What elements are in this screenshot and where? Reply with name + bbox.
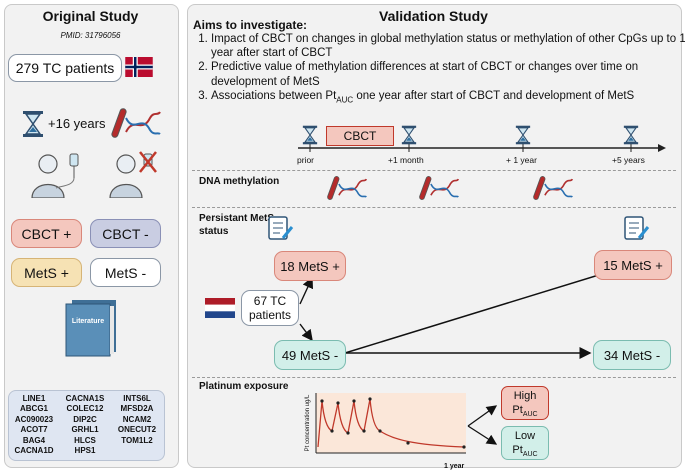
original-study-title: Original Study: [42, 8, 139, 24]
pt-text: Pt: [512, 404, 523, 416]
literature-label: Literature: [71, 318, 105, 325]
divider: [192, 170, 676, 171]
aim-3-lead: Associations between Pt: [211, 89, 337, 102]
patient-no-cbct-figure: [109, 151, 157, 198]
timeline-prior: prior: [297, 155, 315, 165]
platinum-curve-plot: [315, 393, 466, 454]
mets-status-label: Persistant MetS status: [199, 213, 275, 237]
gene-name: BAG4: [22, 435, 46, 445]
gene-name: DIP2C: [73, 414, 97, 424]
high-label: High: [513, 390, 537, 402]
patients-279-box: 279 TC patients: [8, 54, 122, 82]
divider: [192, 207, 676, 208]
mets-34-box: 34 MetS -: [593, 340, 671, 370]
mets-positive-box: MetS +: [11, 258, 82, 287]
pmid-label: PMID: 31796056: [60, 31, 121, 40]
ptauc-label: PtAUC: [502, 443, 548, 462]
cbct-negative-box: CBCT -: [90, 219, 161, 248]
aim-3-auc-subscript: AUC: [336, 95, 354, 105]
patient-cbct-figure: [31, 153, 79, 198]
followup-label: +16 years: [48, 116, 106, 131]
pt-text: Pt: [512, 444, 523, 456]
ptauc-label: PtAUC: [502, 403, 548, 422]
mets-49-box: 49 MetS -: [274, 340, 346, 370]
hourglass-icon: [515, 125, 531, 145]
mets-flow-arrows: [299, 263, 630, 359]
blood-tube-dna-icon: [419, 176, 460, 200]
hourglass-icon: [401, 125, 417, 145]
auc-subscript: AUC: [522, 411, 538, 419]
low-label: Low: [514, 430, 536, 442]
hourglass-icon: [623, 125, 639, 145]
platinum-exposure-label: Platinum exposure: [199, 381, 289, 392]
gene-name: ACOT7: [20, 425, 48, 435]
checklist-icon: [624, 216, 650, 240]
mets-18-box: 18 MetS +: [274, 251, 346, 281]
gene-name: GRHL1: [71, 425, 99, 435]
pt-split-arrows: [467, 405, 498, 445]
gene-name: TOM1L2: [121, 435, 153, 445]
gene-column-3: INTS6L MFSD2A NCAM2 ONECUT2 TOM1L2: [112, 394, 162, 446]
gene-name: NCAM2: [122, 414, 152, 424]
gene-name: HPS1: [74, 446, 96, 456]
aim-2: Predictive value of methylation differen…: [211, 60, 685, 88]
gene-name: ONECUT2: [117, 425, 157, 435]
gene-name: HLCS: [74, 435, 96, 445]
gene-name: MFSD2A: [120, 404, 154, 414]
blood-tube-dna-icon: [111, 108, 161, 138]
timeline-1-month: +1 month: [388, 155, 424, 165]
mets-15-box: 15 MetS +: [594, 250, 672, 280]
hourglass-icon: [302, 125, 318, 145]
gene-name: COLEC12: [66, 404, 104, 414]
gene-list-box: [8, 390, 165, 461]
gene-name: CACNA1D: [14, 446, 54, 456]
patients-67-box: 67 TC patients: [241, 290, 299, 326]
timeline-5-years: +5 years: [612, 155, 645, 165]
timeline-1-year: + 1 year: [506, 155, 537, 165]
pt-concentration-ylabel: Pt concentration ug/L: [305, 394, 311, 452]
blood-tube-dna-icon: [533, 176, 574, 200]
validation-study-panel: [187, 4, 682, 468]
gene-column-2: CACNA1S COLEC12 DIP2C GRHL1 HLCS HPS1: [60, 394, 110, 456]
auc-subscript: AUC: [522, 451, 538, 459]
aim-3-tail: one year after start of CBCT and develop…: [353, 89, 635, 102]
low-ptauc-box: Low PtAUC: [501, 426, 549, 460]
divider: [192, 377, 676, 378]
pt-xlabel: 1 year: [444, 463, 465, 470]
gene-name: CACNA1S: [65, 394, 105, 403]
hourglass-icon: [23, 111, 43, 137]
validation-study-title: Validation Study: [379, 8, 488, 24]
blood-tube-dna-icon: [327, 176, 368, 200]
netherlands-flag-icon: [205, 298, 235, 318]
gene-name: AC090023: [14, 414, 54, 424]
timeline: [298, 144, 666, 152]
high-ptauc-box: High PtAUC: [501, 386, 549, 420]
cbct-timeline-box: CBCT: [326, 126, 394, 146]
aims-heading: Aims to investigate:: [193, 18, 308, 32]
gene-column-1: LINE1 ABCG1 AC090023 ACOT7 BAG4 CACNA1D: [10, 394, 58, 456]
book-icon: [65, 300, 116, 357]
aims-list: Impact of CBCT on changes in global meth…: [193, 32, 685, 107]
gene-name: INTS6L: [123, 394, 151, 403]
gene-name: ABCG1: [19, 404, 48, 414]
aim-3: Associations between PtAUC one year afte…: [211, 89, 685, 108]
cbct-positive-box: CBCT +: [11, 219, 82, 248]
dna-methylation-label: DNA methylation: [199, 176, 280, 187]
checklist-icon: [268, 216, 294, 240]
aim-1: Impact of CBCT on changes in global meth…: [211, 32, 685, 60]
mets-negative-box: MetS -: [90, 258, 161, 287]
norway-flag-icon: [125, 57, 153, 77]
gene-name: LINE1: [22, 394, 46, 403]
